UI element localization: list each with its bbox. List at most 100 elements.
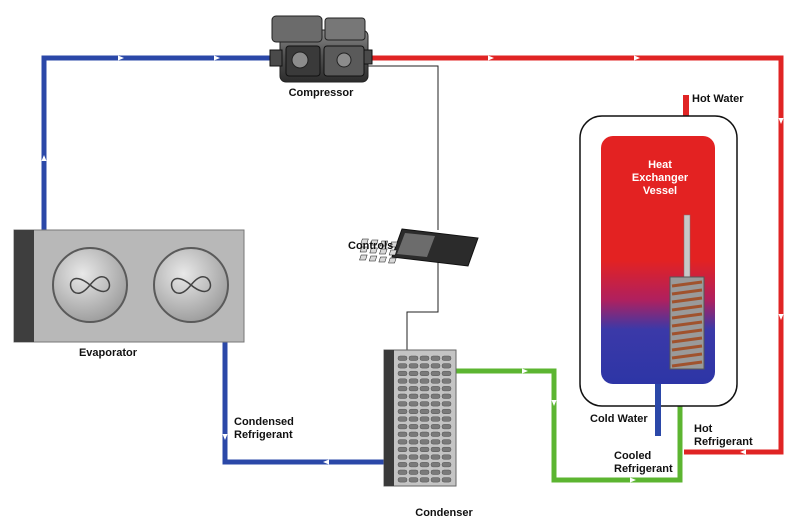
coil-turn — [671, 360, 703, 368]
condenser-unit — [383, 349, 457, 487]
hot-refrigerant-label-line2: Refrigerant — [694, 436, 753, 448]
condenser-grille-slot — [441, 363, 452, 369]
condenser-grille-slot — [408, 446, 419, 452]
evaporator-unit — [13, 229, 245, 343]
coil-turn — [671, 336, 703, 344]
condenser-grille-slot — [430, 386, 441, 392]
condenser-grille-slot — [441, 386, 452, 392]
condenser-grille-slot — [430, 378, 441, 384]
flow-arrows — [41, 55, 784, 483]
condenser-grille-slot — [397, 454, 408, 460]
condenser-grille-slot — [441, 424, 452, 430]
condenser-grille-slot — [408, 408, 419, 414]
condenser-grille-slot — [430, 446, 441, 452]
condenser-grille-slot — [408, 370, 419, 376]
arrow-up — [41, 155, 47, 161]
cooled-refrigerant-label-line1: Cooled — [614, 450, 651, 462]
condenser-grille-slot — [397, 393, 408, 399]
condenser-grille-slot — [419, 393, 430, 399]
arrow-left — [323, 459, 329, 465]
condenser-grille-slot — [430, 363, 441, 369]
condenser-grille-slot — [419, 469, 430, 475]
condenser-grille-slot — [441, 462, 452, 468]
condenser-grille-slot — [408, 363, 419, 369]
condenser-grille-slot — [419, 370, 430, 376]
evaporator-label: Evaporator — [79, 347, 138, 359]
arrow-down — [551, 400, 557, 406]
condenser-grille-slot — [441, 469, 452, 475]
condenser-grille-slot — [408, 454, 419, 460]
condenser-grille-slot — [419, 363, 430, 369]
condenser-grille-slot — [408, 386, 419, 392]
heat-exchanger-vessel — [579, 95, 738, 436]
arrow-down — [778, 314, 784, 320]
vessel-label-line1: Heat — [648, 159, 672, 171]
condenser-grille-slot — [441, 446, 452, 452]
arrow-down — [222, 434, 228, 440]
condenser-grille-slot — [430, 355, 441, 361]
condenser-grille-slot — [419, 416, 430, 422]
condenser-grille-slot — [408, 393, 419, 399]
condenser-grille-slot — [419, 355, 430, 361]
condenser-grille-slot — [408, 355, 419, 361]
condenser-grille-slot — [430, 424, 441, 430]
condenser-grille-slot — [430, 401, 441, 407]
vessel-label-line3: Vessel — [643, 185, 677, 197]
condenser-grille-slot — [441, 416, 452, 422]
condenser-grille-slot — [419, 408, 430, 414]
condenser-grille-slot — [397, 439, 408, 445]
condenser-grille-slot — [419, 477, 430, 483]
condenser-grille-slot — [408, 378, 419, 384]
condensed-refrigerant-label-line2: Refrigerant — [234, 429, 293, 441]
condenser-grille-slot — [397, 462, 408, 468]
condenser-grille-slot — [441, 393, 452, 399]
condenser-grille-slot — [408, 424, 419, 430]
coil-turn — [671, 296, 703, 304]
condenser-grille-slot — [430, 370, 441, 376]
coil-turn — [671, 320, 703, 328]
condenser-grille-slot — [441, 477, 452, 483]
condenser-grille-slot — [441, 439, 452, 445]
condenser-grille-slot — [397, 370, 408, 376]
condenser-grille-slot — [408, 469, 419, 475]
condenser-grille-slot — [441, 454, 452, 460]
cold-water-label: Cold Water — [590, 413, 648, 425]
condenser-grille-slot — [419, 424, 430, 430]
compressor — [269, 15, 373, 83]
coil-turn — [671, 280, 703, 288]
condenser-grille-slot — [397, 416, 408, 422]
condenser-grille-slot — [441, 370, 452, 376]
condenser-grille-slot — [441, 401, 452, 407]
controls-label: Controls — [348, 240, 393, 252]
condenser-grille-slot — [430, 431, 441, 437]
coil-turn — [671, 304, 703, 312]
refrigerant-piping — [41, 55, 784, 483]
condenser-grille-slot — [419, 446, 430, 452]
cooled-refrigerant-line — [456, 368, 683, 483]
condenser-grille-slot — [430, 454, 441, 460]
condenser-grille-slot — [441, 408, 452, 414]
condensed-refrigerant-line — [222, 340, 385, 465]
arrow-right — [630, 477, 636, 483]
control-wires — [368, 65, 439, 352]
arrow-down — [778, 118, 784, 124]
condenser-grille-slot — [419, 401, 430, 407]
condenser-grille-slot — [441, 431, 452, 437]
hot-water-label: Hot Water — [692, 93, 744, 105]
coil-turn — [671, 288, 703, 296]
condenser-grille-slot — [419, 378, 430, 384]
fan-icon — [52, 247, 128, 323]
coil-turn — [671, 328, 703, 336]
condenser-grille-slot — [397, 378, 408, 384]
arrow-right — [488, 55, 494, 61]
condenser-grille-slot — [408, 431, 419, 437]
condenser-grille-slot — [430, 469, 441, 475]
condenser-grille-slot — [408, 439, 419, 445]
cold-suction-line — [41, 55, 280, 230]
condenser-grille-slot — [408, 401, 419, 407]
condenser-grille-slot — [397, 386, 408, 392]
fan-icon — [153, 247, 229, 323]
condenser-grille-slot — [397, 355, 408, 361]
condenser-grille-slot — [397, 401, 408, 407]
